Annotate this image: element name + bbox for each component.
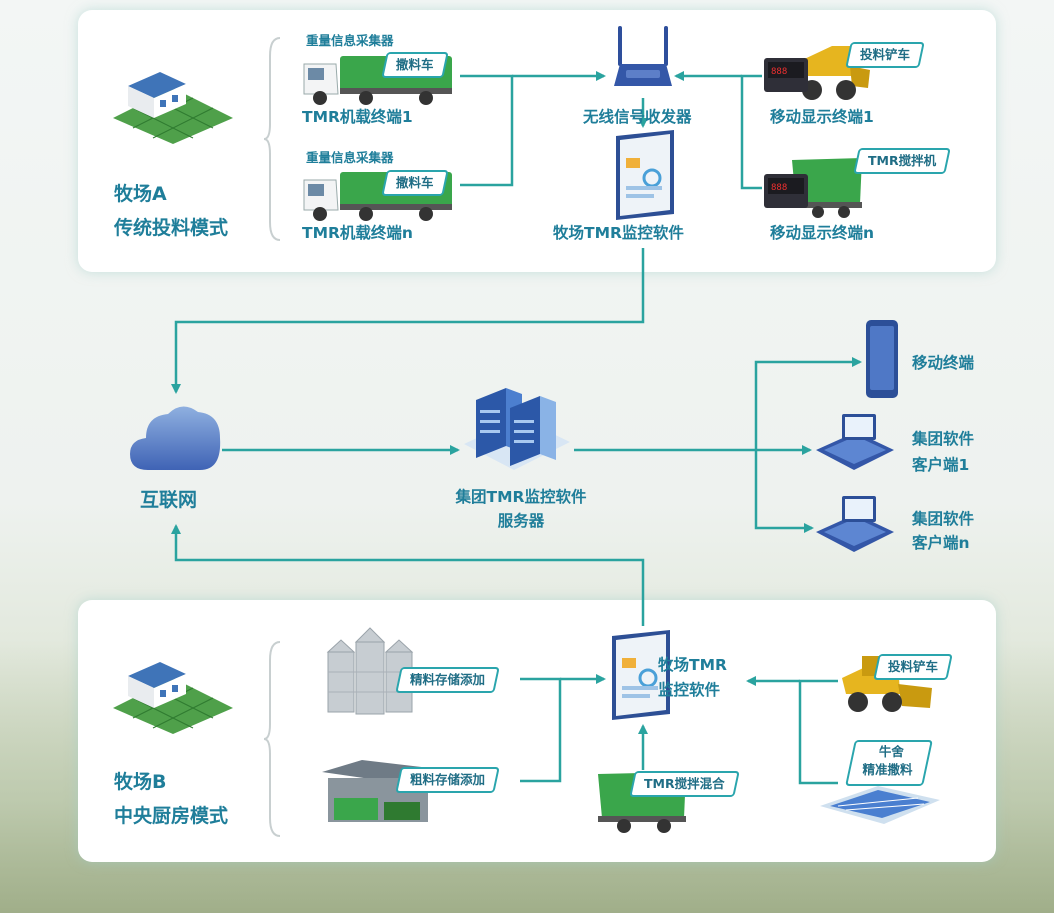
mobile-display-1-label: 移动显示终端1 bbox=[770, 108, 874, 126]
client-n-label-line1: 集团软件 bbox=[912, 510, 975, 528]
transceiver-label: 无线信号收发器 bbox=[583, 108, 692, 126]
client-n-label-line2: 客户端n bbox=[912, 534, 970, 552]
wireless-transceiver-icon bbox=[614, 26, 672, 86]
server-label-line1: 集团TMR监控软件 bbox=[455, 488, 587, 506]
farm-b-software-line1: 牧场TMR bbox=[658, 656, 727, 674]
client-1-label-line1: 集团软件 bbox=[912, 430, 975, 448]
brace-icon bbox=[263, 37, 281, 241]
loader-display-icon: 888 bbox=[764, 46, 870, 100]
tmr-terminal-1-label: TMR机载终端1 bbox=[302, 108, 413, 126]
server-label-line2: 服务器 bbox=[497, 512, 545, 530]
spreader-tag: 撒料车 bbox=[381, 52, 449, 78]
monitor-software-icon bbox=[612, 630, 670, 720]
farm-b-title: 牧场B bbox=[114, 771, 167, 793]
internet-label: 互联网 bbox=[140, 489, 198, 511]
tmr-mixing-tag: TMR搅拌混合 bbox=[629, 771, 740, 797]
barn-tag: 牛舍 精准撒料 bbox=[845, 740, 933, 786]
collector-label: 重量信息采集器 bbox=[306, 33, 394, 48]
svg-text:888: 888 bbox=[771, 67, 787, 77]
mobile-phone-icon bbox=[866, 320, 898, 398]
farm-house-icon bbox=[113, 72, 233, 144]
roughage-storage-tag: 粗料存储添加 bbox=[395, 767, 500, 793]
cloud-icon bbox=[130, 406, 221, 470]
farm-b-panel bbox=[78, 600, 996, 862]
mixer-tag: TMR搅拌机 bbox=[853, 148, 951, 174]
concentrate-storage-tag: 精料存储添加 bbox=[395, 667, 500, 693]
monitor-software-icon bbox=[616, 130, 674, 220]
spreader-tag: 撒料车 bbox=[381, 170, 449, 196]
loader-tag: 投料铲车 bbox=[845, 42, 925, 68]
barn-feeding-icon bbox=[820, 786, 940, 824]
collector-label: 重量信息采集器 bbox=[306, 150, 394, 165]
mobile-display-n-label: 移动显示终端n bbox=[770, 224, 875, 242]
desktop-client-icon bbox=[816, 414, 894, 470]
mixer-display-icon: 888 bbox=[764, 158, 862, 218]
mobile-terminal-label: 移动终端 bbox=[912, 354, 975, 372]
tmr-terminal-n-label: TMR机载终端n bbox=[302, 224, 413, 242]
farm-a-software-label: 牧场TMR监控软件 bbox=[553, 224, 684, 242]
farm-b-software-line2: 监控软件 bbox=[658, 681, 721, 699]
client-1-label-line2: 客户端1 bbox=[912, 456, 970, 474]
svg-text:888: 888 bbox=[771, 183, 787, 193]
desktop-client-icon bbox=[816, 496, 894, 552]
farm-a-mode: 传统投料模式 bbox=[114, 217, 229, 239]
silo-icon bbox=[326, 627, 414, 715]
farm-house-icon bbox=[113, 662, 233, 734]
farm-a-title: 牧场A bbox=[114, 183, 167, 205]
farm-b-mode: 中央厨房模式 bbox=[114, 805, 229, 827]
loader-tag: 投料铲车 bbox=[873, 654, 953, 680]
brace-icon bbox=[263, 641, 281, 837]
server-icon bbox=[464, 388, 570, 470]
